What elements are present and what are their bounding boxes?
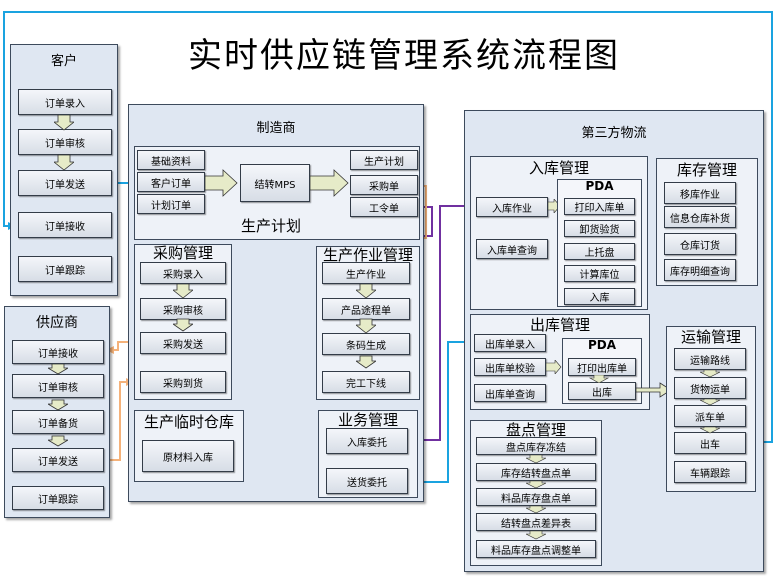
pda-print-inbound-order[interactable]: 打印入库单 [564, 198, 635, 215]
pda-calc-location[interactable]: 计算库位 [564, 265, 635, 282]
stocktake-management-title: 盘点管理 [505, 421, 566, 439]
material-stocktake-sheet[interactable]: 料品库存盘点单 [476, 488, 596, 506]
planning-output-arrow [310, 169, 349, 197]
stocktake-freeze[interactable]: 盘点库存冻结 [476, 437, 596, 455]
material-stocktake-adjustment[interactable]: 料品库存盘点调整单 [476, 540, 596, 558]
supplier-flow-arrows [48, 364, 68, 447]
inbound-management-title: 入库管理 [528, 159, 589, 177]
inbound-operation[interactable]: 入库作业 [476, 197, 548, 217]
inventory-transfer[interactable]: 移库作业 [664, 182, 736, 204]
customer-order-receive[interactable]: 订单接收 [18, 212, 112, 238]
inventory-detail-query[interactable]: 库存明细查询 [664, 259, 736, 281]
purchase-management-title: 采购管理 [152, 244, 213, 262]
vehicle-departure[interactable]: 出车 [674, 432, 746, 454]
dispatch-order[interactable]: 派车单 [674, 405, 746, 427]
pda-unload-inspect[interactable]: 卸货验货 [564, 220, 635, 237]
supplier-title: 供应商 [36, 315, 78, 331]
outbound-order-query[interactable]: 出库单查询 [474, 384, 546, 402]
vehicle-tracking[interactable]: 车辆跟踪 [674, 461, 746, 483]
transport-management-title: 运输管理 [680, 328, 741, 346]
planning-output-purchase-order[interactable]: 采购单 [350, 175, 418, 195]
planning-output-production-plan[interactable]: 生产计划 [350, 150, 418, 170]
outbound-to-pda-arrow [546, 360, 562, 374]
customer-order-send[interactable]: 订单发送 [18, 170, 112, 196]
purchase-flow-arrows [173, 284, 193, 332]
connector-purchase-to-supplier [106, 341, 130, 354]
production-planning-title: 生产计划 [226, 215, 316, 236]
inbound-pda-title: PDA [585, 179, 614, 193]
temp-warehouse-title: 生产临时仓库 [143, 413, 234, 431]
outbound-order-verify[interactable]: 出库单校验 [474, 358, 546, 376]
supplier-order-review[interactable]: 订单审核 [12, 374, 104, 398]
delivery-request[interactable]: 送货委托 [326, 468, 408, 494]
supplier-order-receive[interactable]: 订单接收 [12, 340, 104, 364]
planning-output-work-order[interactable]: 工令单 [350, 197, 418, 217]
outbound-management-title: 出库管理 [529, 316, 590, 334]
inventory-management-title: 库存管理 [676, 161, 737, 179]
supplier-order-send[interactable]: 订单发送 [12, 448, 104, 472]
logistics-title: 第三方物流 [581, 126, 647, 141]
stocktake-difference-table[interactable]: 结转盘点差异表 [476, 513, 596, 531]
pda-outbound[interactable]: 出库 [568, 382, 636, 400]
planning-input-plan-order[interactable]: 计划订单 [137, 194, 205, 214]
production-finish[interactable]: 完工下线 [322, 371, 410, 393]
info-warehouse-replenish[interactable]: 信息仓库补货 [664, 206, 736, 228]
raw-material-inbound[interactable]: 原材料入库 [142, 440, 234, 472]
pda-palletize[interactable]: 上托盘 [564, 243, 635, 260]
outbound-to-transport-arrow [636, 382, 672, 398]
purchase-arrival[interactable]: 采购到货 [140, 371, 226, 393]
diagram-title: 实时供应链管理系统流程图 [188, 36, 620, 76]
planning-input-customer-order[interactable]: 客户订单 [137, 172, 205, 192]
business-management-title: 业务管理 [337, 411, 398, 429]
transport-flow-arrows [700, 370, 720, 434]
customer-flow-arrows [54, 115, 74, 171]
planning-merge-arrow [205, 169, 238, 197]
freight-waybill[interactable]: 货物运单 [674, 377, 746, 399]
purchase-send[interactable]: 采购发送 [140, 332, 226, 354]
pda-inbound[interactable]: 入库 [564, 288, 635, 305]
inbound-order-query[interactable]: 入库单查询 [476, 239, 548, 259]
outbound-pda-title: PDA [587, 338, 617, 352]
supplier-order-track[interactable]: 订单跟踪 [12, 486, 104, 510]
connector-delivery-to-outbound [408, 338, 472, 483]
customer-title: 客户 [50, 54, 77, 69]
stocktake-carryover-sheet[interactable]: 库存结转盘点单 [476, 463, 596, 481]
planning-mps-carryover[interactable]: 结转MPS [240, 164, 310, 202]
production-flow-arrows [356, 284, 376, 369]
transport-route[interactable]: 运输路线 [674, 348, 746, 370]
supplier-order-prepare[interactable]: 订单备货 [12, 410, 104, 434]
stocktake-flow-arrows [526, 455, 546, 540]
customer-order-entry[interactable]: 订单录入 [18, 89, 112, 115]
warehouse-ordering[interactable]: 仓库订货 [664, 233, 736, 255]
production-job[interactable]: 生产作业 [322, 262, 410, 284]
outbound-pda-flow-arrow [588, 375, 610, 383]
pda-print-outbound-order[interactable]: 打印出库单 [568, 358, 636, 376]
connector-supplier-to-arrival [108, 378, 134, 461]
planning-input-basic-data[interactable]: 基础资料 [137, 150, 205, 170]
connector-dispatch-to-customer [3, 11, 773, 443]
inbound-request[interactable]: 入库委托 [326, 428, 408, 454]
manufacturer-title: 制造商 [256, 121, 296, 136]
connector-inbound-request-to-inbound [408, 202, 472, 441]
customer-order-track[interactable]: 订单跟踪 [18, 256, 112, 282]
purchase-entry[interactable]: 采购录入 [140, 262, 226, 284]
production-operations-title: 生产作业管理 [322, 246, 413, 264]
outbound-order-entry[interactable]: 出库单录入 [474, 334, 546, 352]
